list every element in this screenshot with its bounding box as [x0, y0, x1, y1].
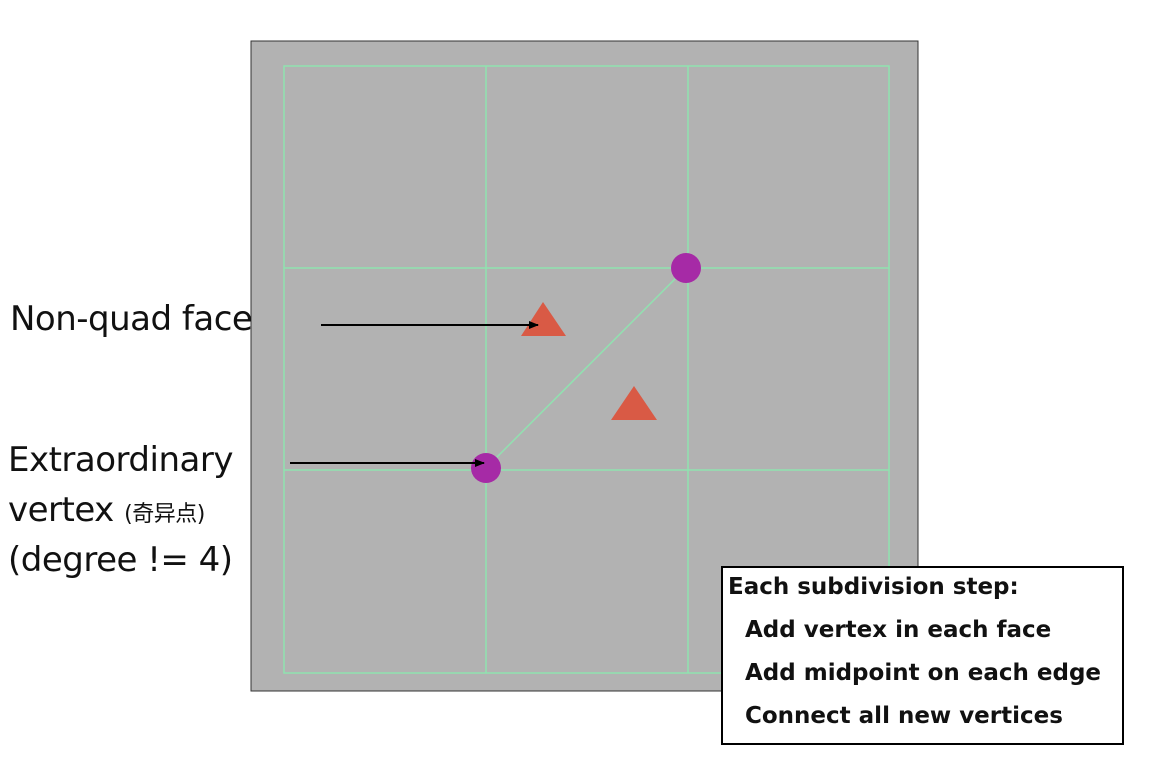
- step-item: Add midpoint on each edge: [745, 660, 1102, 686]
- subdivision-steps-box: Each subdivision step: Add vertex in eac…: [721, 566, 1124, 745]
- label-vertex-line: vertex (奇异点): [8, 493, 205, 527]
- face-marker-lower: [611, 386, 657, 420]
- step-item: Add vertex in each face: [745, 617, 1052, 643]
- label-non-quad-face: Non-quad face: [10, 299, 253, 339]
- grid-diagonal-edge: [485, 267, 687, 469]
- label-extraordinary: Extraordinary: [8, 440, 233, 480]
- grid-outer-border: [283, 65, 890, 674]
- vertex-marker-top: [671, 253, 701, 283]
- mesh-grid: [283, 65, 890, 674]
- step-item: Connect all new vertices: [745, 703, 1063, 729]
- steps-title: Each subdivision step:: [728, 574, 1019, 600]
- label-degree: (degree != 4): [8, 540, 233, 580]
- label-cjk-term: (奇异点): [124, 502, 205, 527]
- label-vertex: vertex: [8, 490, 114, 530]
- vertex-marker-extraordinary: [471, 453, 501, 483]
